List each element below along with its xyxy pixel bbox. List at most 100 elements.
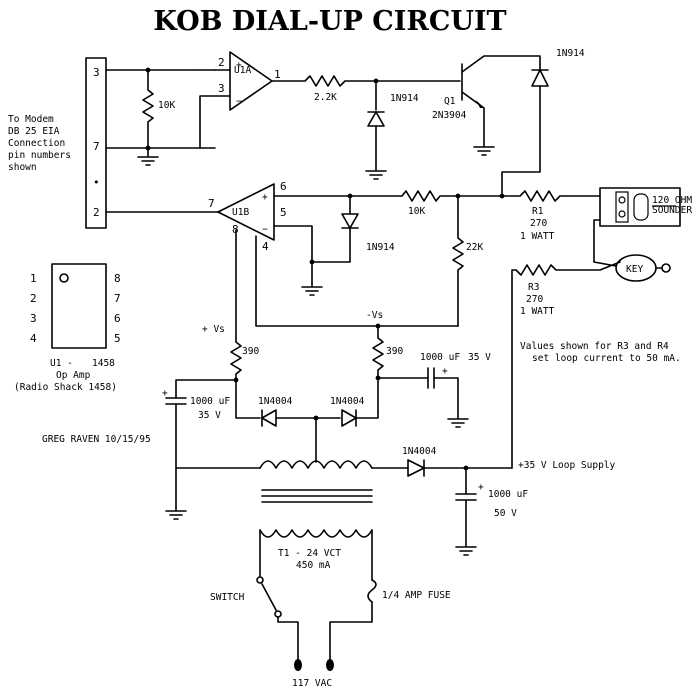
svg-text:+: + [478,482,484,493]
svg-text:+: + [236,60,242,71]
svg-text:R3: R3 [528,282,539,293]
svg-text:+: + [162,388,168,399]
transistor-part: 2N3904 [432,110,467,121]
svg-text:1 WATT: 1 WATT [520,231,555,242]
fuse [367,579,377,603]
diode-1n914-a-label: 1N914 [390,93,419,104]
svg-text:shown: shown [8,162,37,173]
chip-outline [51,263,107,349]
page-title: KOB DIAL-UP CIRCUIT [153,6,506,37]
diode-1n914-top-label: 1N914 [556,48,585,59]
opamp-u1a [229,51,273,111]
resistor-22k-label: 22K [466,242,483,253]
vplus-label: + Vs [202,324,225,335]
svg-text:+: + [262,192,268,203]
key-label: KEY [626,264,643,275]
svg-text:set loop current to 50 mA.: set loop current to 50 mA. [532,353,681,364]
diode-1n914-top [531,69,549,87]
svg-text:DB 25 EIA: DB 25 EIA [8,126,60,137]
svg-text:+: + [442,366,448,377]
connector-pin-2: 2 [93,206,100,219]
svg-text:1000 uF: 1000 uF [420,352,460,363]
svg-text:3: 3 [30,312,37,325]
svg-text:5: 5 [114,332,121,345]
svg-text:50 V: 50 V [494,508,517,519]
connector-pin-3: 3 [93,66,100,79]
svg-text:1: 1 [30,272,37,285]
svg-text:2: 2 [218,56,225,69]
svg-text:5: 5 [280,206,287,219]
svg-text:1 WATT: 1 WATT [520,306,555,317]
diode-1n914-b-label: 1N914 [366,242,395,253]
resistor-10k-b-label: 10K [408,206,425,217]
svg-text:1458: 1458 [92,358,115,369]
svg-text:1N4004: 1N4004 [330,396,365,407]
resistor-2-2k [271,75,377,87]
resistor-10k-a [142,69,154,149]
resistor-r1 [501,190,601,202]
svg-text:1000 uF: 1000 uF [488,489,528,500]
svg-text:390: 390 [386,346,403,357]
connector-pin-dot: • [93,176,100,189]
svg-text:3: 3 [218,82,225,95]
resistor-390-a [230,337,242,401]
svg-text:(Radio Shack 1458): (Radio Shack 1458) [14,382,117,393]
diode-1n914-a [367,111,385,127]
svg-text:4: 4 [262,240,269,253]
diode-1n4004-b [341,409,357,427]
resistor-r3 [511,261,621,469]
values-note: Values shown for R3 and R4 [520,341,669,352]
svg-text:Op Amp: Op Amp [56,370,91,381]
svg-text:−: − [236,96,242,107]
svg-text:2: 2 [30,292,37,305]
mains-prong-a [294,659,302,671]
svg-text:35 V: 35 V [198,410,221,421]
svg-text:450 mA: 450 mA [296,560,331,571]
switch [256,576,264,584]
diode-1n4004-c [407,459,425,477]
diode-1n4004-a [261,409,277,427]
svg-text:1000 uF: 1000 uF [190,396,230,407]
svg-text:6: 6 [280,180,287,193]
supply-label: +35 V Loop Supply [518,460,616,471]
resistor-2-2k-label: 2.2K [314,92,337,103]
svg-text:6: 6 [114,312,121,325]
svg-text:1: 1 [274,68,281,81]
modem-connector [85,57,107,229]
resistor-22k [452,195,464,327]
svg-text:R1: R1 [532,206,544,217]
svg-text:7: 7 [208,197,215,210]
svg-text:35 V: 35 V [468,352,491,363]
svg-text:U1A: U1A [234,65,251,76]
svg-text:8: 8 [232,223,239,236]
svg-text:pin numbers: pin numbers [8,150,71,161]
resistor-10k-a-label: 10K [158,100,175,111]
transformer-label: T1 - 24 VCT [278,548,341,559]
svg-text:U1 -: U1 - [50,358,73,369]
diode-1n914-b [341,213,359,229]
svg-text:270: 270 [530,218,547,229]
svg-text:−: − [262,224,268,235]
opamp-u1b [217,183,275,241]
svg-text:Connection: Connection [8,138,65,149]
svg-text:270: 270 [526,294,543,305]
svg-text:To Modem: To Modem [8,114,54,125]
vminus-label: -Vs [366,310,383,321]
svg-text:1N4004: 1N4004 [258,396,293,407]
svg-text:8: 8 [114,272,121,285]
svg-text:120 OHM: 120 OHM [652,195,692,206]
svg-text:4: 4 [30,332,37,345]
mains-label: 117 VAC [292,678,332,689]
svg-text:1N4004: 1N4004 [402,446,437,457]
svg-text:U1B: U1B [232,207,249,218]
author-credit: GREG RAVEN 10/15/95 [42,434,151,445]
switch-label: SWITCH [210,592,245,603]
transformer-primary [259,529,373,538]
fuse-label: 1/4 AMP FUSE [382,590,451,601]
resistor-10k-b [349,190,459,202]
modem-note: To Modem DB 25 EIA Connection pin number… [8,114,71,173]
svg-text:SOUNDER: SOUNDER [652,205,692,216]
connector-pin-7: 7 [93,140,100,153]
